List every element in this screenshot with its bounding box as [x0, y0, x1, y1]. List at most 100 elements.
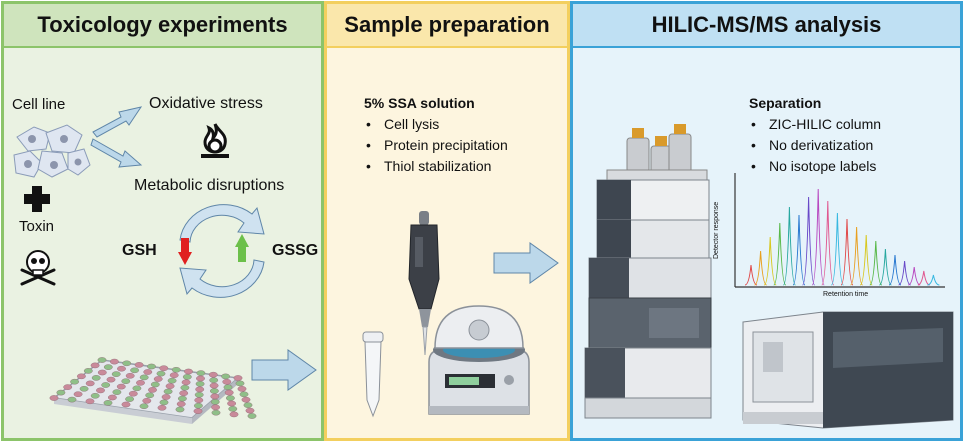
- chromatogram-peak: [917, 270, 930, 286]
- chromatogram-peak: [888, 254, 902, 286]
- chromatogram-peak: [744, 264, 758, 286]
- well: [134, 362, 144, 368]
- panel-toxicology: Toxicology experiments Cell line Toxin: [1, 1, 324, 441]
- well: [239, 391, 249, 398]
- well: [196, 375, 205, 382]
- well: [228, 406, 238, 412]
- chromatogram-icon: [734, 173, 945, 288]
- well: [179, 390, 189, 396]
- well: [161, 394, 171, 400]
- well: [209, 382, 219, 389]
- well: [116, 383, 126, 390]
- well: [181, 379, 191, 386]
- lc-stack-icon: [584, 124, 712, 419]
- list-item: ZIC-HILIC column: [749, 114, 881, 135]
- well: [209, 388, 219, 394]
- cells-icon: [13, 124, 91, 178]
- well: [210, 393, 220, 400]
- well: [117, 365, 126, 372]
- sample-prep-list: Cell lysis Protein precipitation Thiol s…: [364, 114, 508, 177]
- well: [85, 380, 95, 387]
- well: [91, 375, 101, 381]
- chromatogram-peak: [869, 240, 883, 286]
- panel-title-toxicology: Toxicology experiments: [4, 4, 321, 48]
- pipette-icon: [408, 211, 440, 356]
- well: [153, 376, 163, 382]
- well: [193, 408, 203, 414]
- panel-title-hilic-ms: HILIC-MS/MS analysis: [573, 4, 960, 48]
- separation-heading: Separation: [749, 95, 822, 111]
- well: [180, 384, 190, 391]
- well: [79, 386, 89, 392]
- plus-icon: [24, 186, 50, 212]
- chromatogram-peak: [927, 274, 940, 286]
- well: [195, 386, 205, 393]
- well: [229, 411, 239, 418]
- well: [243, 402, 253, 408]
- chromatogram-peak: [859, 234, 873, 286]
- chromatogram-peak: [879, 248, 892, 286]
- decrease-arrow-icon: [178, 238, 192, 265]
- chromatogram-peak: [802, 196, 816, 286]
- chromatogram-peak: [898, 260, 911, 286]
- well: [148, 387, 157, 393]
- well: [237, 386, 247, 392]
- next-step-arrow-icon: [251, 349, 317, 391]
- well: [136, 380, 145, 386]
- well: [97, 357, 107, 363]
- mass-spectrometer-icon: [742, 311, 954, 429]
- toxin-label: Toxin: [19, 218, 55, 235]
- well: [147, 363, 156, 370]
- well: [193, 402, 203, 409]
- well: [132, 385, 142, 392]
- well: [223, 384, 233, 390]
- cycle-arrows-icon: [179, 204, 265, 298]
- well: [159, 399, 169, 406]
- well: [70, 378, 79, 385]
- well: [241, 396, 251, 403]
- well: [112, 389, 122, 395]
- well: [106, 376, 116, 383]
- well: [49, 395, 59, 401]
- well: [208, 371, 218, 378]
- chromatogram-peak: [840, 218, 854, 286]
- well: [121, 401, 131, 408]
- well: [142, 398, 152, 404]
- well: [159, 365, 169, 372]
- flame-hazard-icon: [201, 123, 229, 158]
- chromatogram-peak: [830, 212, 844, 286]
- panel-hilic-ms: HILIC-MS/MS analysis Separation ZIC-HILI…: [570, 1, 963, 441]
- list-item: Protein precipitation: [364, 135, 508, 156]
- well: [227, 400, 237, 407]
- well: [101, 382, 111, 388]
- well: [233, 375, 243, 381]
- list-item: No isotope labels: [749, 156, 881, 177]
- well: [235, 380, 245, 387]
- panel-title-sample-preparation: Sample preparation: [327, 4, 567, 48]
- ssa-heading: 5% SSA solution: [364, 95, 475, 111]
- well: [176, 401, 186, 407]
- well: [110, 358, 119, 365]
- well: [122, 360, 132, 367]
- well: [175, 406, 185, 413]
- well: [143, 369, 153, 375]
- well: [128, 390, 138, 397]
- well: [139, 374, 149, 381]
- increase-arrow-icon: [235, 234, 249, 262]
- well: [163, 388, 173, 395]
- well: [245, 407, 255, 414]
- well: [63, 384, 73, 390]
- well: [196, 370, 206, 376]
- well: [209, 377, 219, 384]
- well-plate-icon: [49, 357, 257, 424]
- well: [247, 413, 257, 419]
- well: [108, 394, 117, 401]
- centrifuge-icon: [428, 305, 530, 415]
- well: [83, 368, 93, 374]
- well: [224, 389, 234, 396]
- tube-icon: [362, 331, 384, 418]
- chromatogram-peak: [850, 226, 864, 286]
- gssg-label: GSSG: [272, 242, 319, 259]
- chromatogram-y-label: Detector response: [713, 201, 720, 259]
- panel-sample-preparation: Sample preparation 5% SSA solution Cell …: [324, 1, 570, 441]
